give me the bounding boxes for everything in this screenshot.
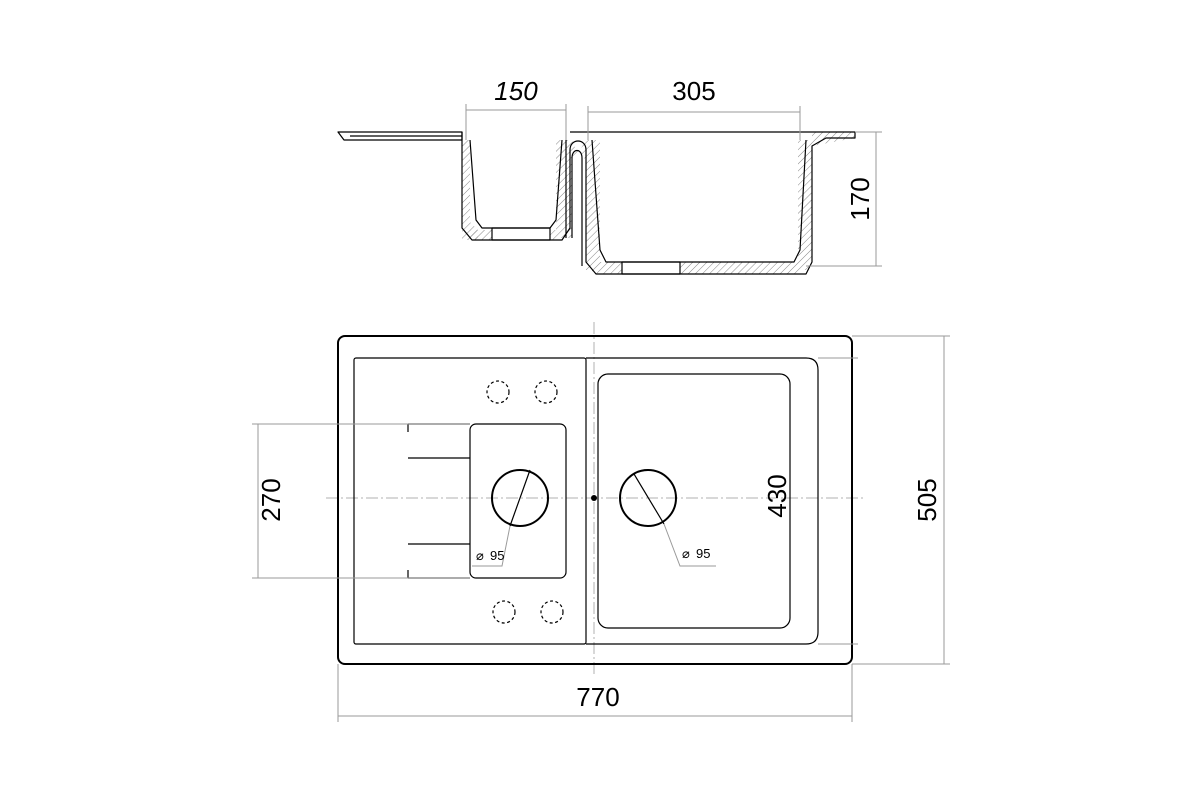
dim-large-bowl-depth: 430	[762, 357, 858, 645]
dim-total-depth: 505	[852, 335, 950, 665]
drainboard-ribs	[407, 423, 470, 579]
dim-depth: 170	[806, 131, 882, 267]
large-bowl-rim	[586, 357, 819, 645]
tap-hole-top-left	[486, 380, 510, 404]
drainboard-area	[353, 357, 587, 645]
small-drain-diameter-label: 95	[490, 548, 504, 563]
tap-hole-top-right	[534, 380, 558, 404]
side-section-view: 150 305 170	[337, 76, 882, 275]
tap-holes	[486, 380, 564, 624]
dim-small-bowl-width: 150	[465, 76, 567, 140]
large-bowl-width-label: 305	[672, 76, 715, 106]
small-bowl-basin	[469, 423, 567, 579]
small-bowl-width-label: 150	[494, 76, 538, 106]
section-hatching	[462, 132, 855, 274]
large-bowl-basin	[597, 373, 791, 629]
tap-hole-bottom-left	[492, 600, 516, 624]
small-drain: ⌀ 95	[472, 469, 549, 567]
section-outline	[337, 131, 856, 275]
large-drain-diameter-label: 95	[696, 546, 710, 561]
overflow-hole	[591, 495, 597, 501]
large-drain: ⌀ 95	[619, 469, 716, 567]
depth-label: 170	[845, 177, 875, 220]
total-depth-label: 505	[912, 478, 942, 521]
large-drain-diameter-symbol: ⌀	[682, 546, 690, 561]
tap-hole-bottom-right	[540, 600, 564, 624]
dim-small-bowl-depth: 270	[252, 423, 470, 579]
dim-large-bowl-width: 305	[587, 76, 801, 140]
small-bowl-depth-label: 270	[256, 478, 286, 521]
sink-outer-frame	[337, 335, 853, 665]
dim-total-width: 770	[337, 664, 853, 722]
small-drain-diameter-symbol: ⌀	[476, 548, 484, 563]
total-width-label: 770	[576, 682, 619, 712]
top-view: ⌀ 95 ⌀ 95 770 505 270	[252, 322, 950, 722]
large-bowl-depth-label: 430	[762, 474, 792, 517]
